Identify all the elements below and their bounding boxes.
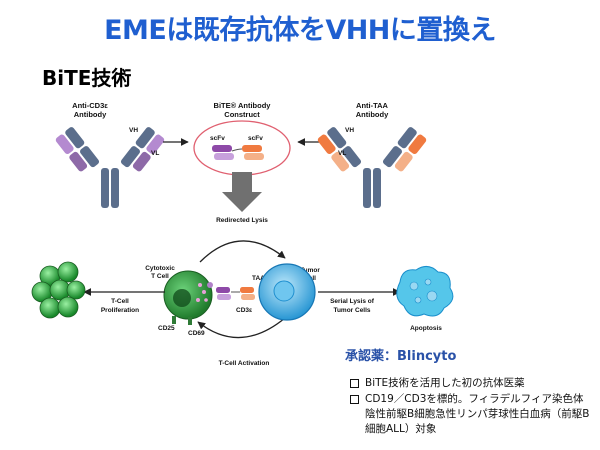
vh-label-left: VH	[129, 127, 138, 134]
note-text: CD19／CD3を標的。フィラデルフィア染色体陰性前駆B細胞急性リンパ芽球性白血…	[365, 393, 590, 435]
t-cell-activation-label: T-Cell Activation	[219, 360, 270, 367]
cytotoxic-label-2: T Cell	[151, 273, 169, 280]
bite-bridge: TAA CD3ε	[216, 275, 265, 314]
cytotoxic-t-cell: Cytotoxic T Cell CD25 CD69	[145, 265, 213, 337]
anti-taa-antibody: Anti-TAA Antibody VH VL	[317, 101, 427, 208]
serial-lysis-label-1: Serial Lysis of	[330, 298, 375, 305]
anti-cd3-antibody: Anti-CD3ε Antibody VH VL	[55, 101, 165, 208]
cytotoxic-label-1: Cytotoxic	[145, 265, 175, 272]
apoptosis-label: Apoptosis	[410, 325, 442, 332]
tumor-label-1: Tumor	[300, 267, 320, 274]
scfv-left-label: scFv	[210, 135, 225, 142]
section-subtitle: BiTE技術	[42, 66, 132, 90]
bite-label-1: BiTE® Antibody	[214, 101, 272, 110]
proliferation-label-1: T-Cell	[111, 298, 129, 305]
approved-drug: 承認薬：Blincyto	[345, 349, 457, 364]
checkbox-bullet-icon	[350, 379, 359, 388]
proliferation-label-2: Proliferation	[101, 307, 139, 314]
note-text: BiTE技術を活用した初の抗体医薬	[365, 377, 525, 389]
apoptotic-cell: Apoptosis	[396, 266, 454, 332]
anti-cd3-label-1: Anti-CD3ε	[72, 101, 108, 110]
vl-label-left: VL	[151, 150, 159, 157]
checkbox-bullet-icon	[350, 395, 359, 404]
page-title: EMEは既存抗体をVHHに置換え	[104, 15, 496, 46]
bite-label-2: Construct	[224, 110, 260, 119]
taa-label: TAA	[252, 275, 265, 282]
scfv-right-label: scFv	[248, 135, 263, 142]
cd25-label: CD25	[158, 325, 175, 332]
cd3e-label: CD3ε	[236, 307, 252, 314]
anti-taa-label-1: Anti-TAA	[356, 101, 389, 110]
cd69-label: CD69	[188, 330, 205, 337]
anti-cd3-label-2: Antibody	[74, 110, 107, 119]
notes-list: BiTE技術を活用した初の抗体医薬 CD19／CD3を標的。フィラデルフィア染色…	[350, 376, 590, 438]
t-cell-cluster	[31, 261, 86, 319]
vh-label-right: VH	[345, 127, 354, 134]
vl-label-right: VL	[338, 150, 346, 157]
tumor-cell: Tumor Cell	[258, 263, 320, 321]
redirected-lysis-label: Redirected Lysis	[216, 217, 268, 224]
note-item: BiTE技術を活用した初の抗体医薬	[350, 376, 590, 391]
anti-taa-label-2: Antibody	[356, 110, 389, 119]
serial-lysis-label-2: Tumor Cells	[333, 307, 370, 314]
note-item: CD19／CD3を標的。フィラデルフィア染色体陰性前駆B細胞急性リンパ芽球性白血…	[350, 392, 590, 437]
redirected-lysis-arrow	[222, 172, 262, 212]
bite-construct: BiTE® Antibody Construct scFv scFv	[193, 101, 291, 176]
